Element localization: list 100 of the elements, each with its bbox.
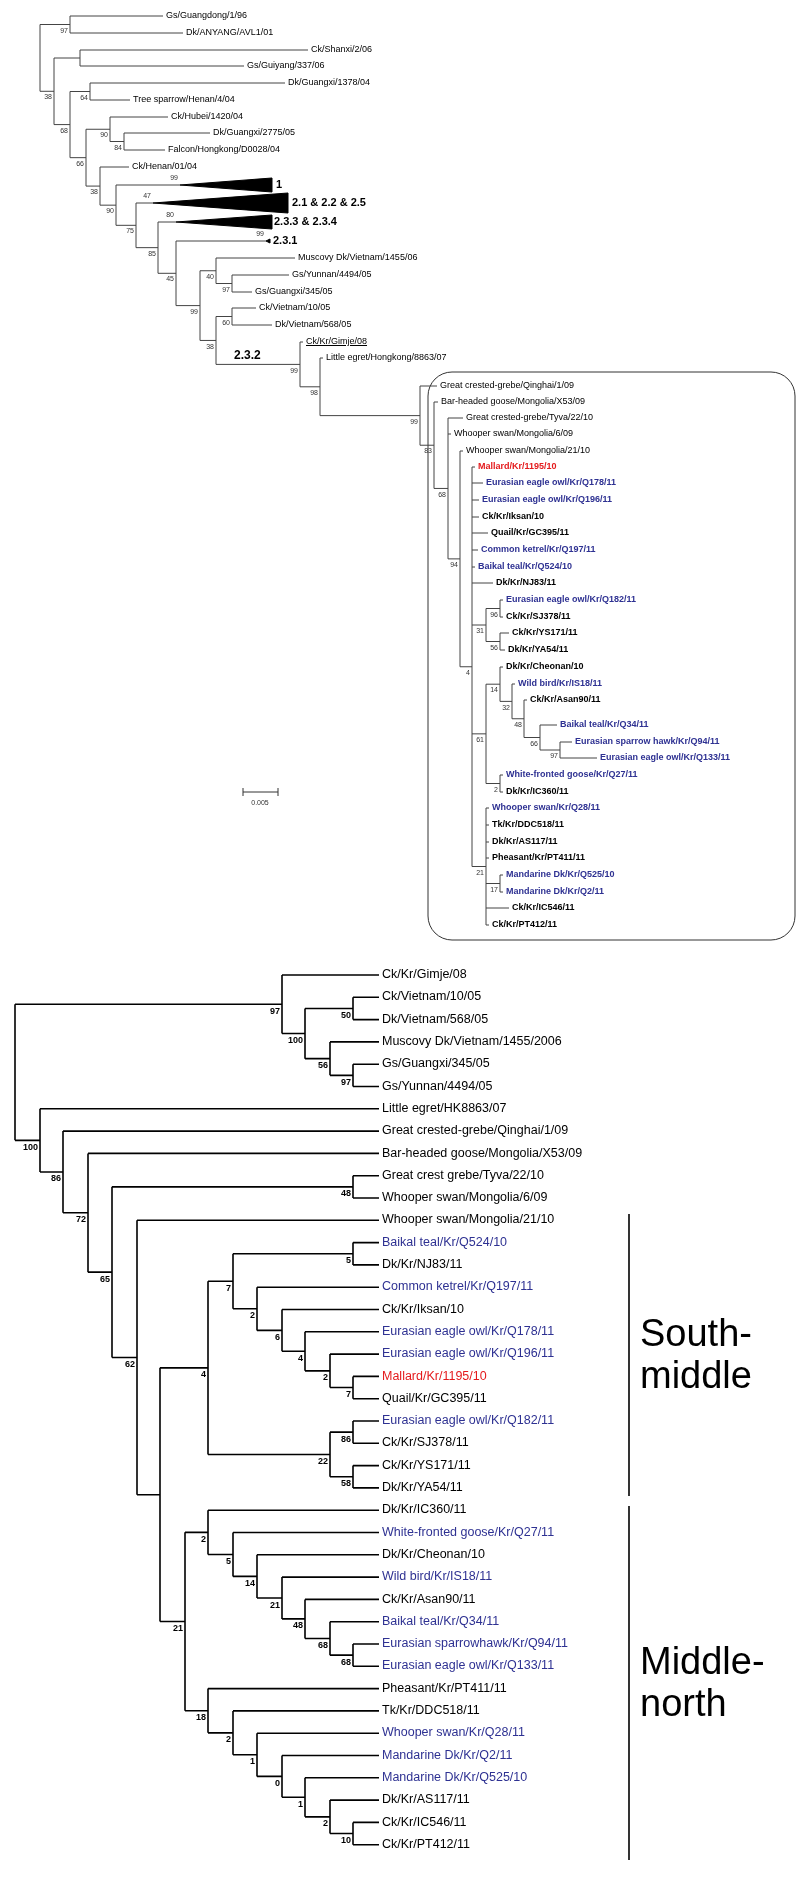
taxon-label: Common ketrel/Kr/Q197/11	[481, 545, 596, 555]
taxon-label: Pheasant/Kr/PT411/11	[492, 853, 586, 863]
taxon-label: Ck/Vietnam/10/05	[382, 990, 482, 1003]
taxon-label: Dk/Kr/IC360/11	[506, 787, 569, 797]
bootstrap-value: 97	[270, 1006, 280, 1016]
taxon-label: Mandarine Dk/Kr/Q525/10	[382, 1770, 528, 1784]
clade-label: 2.3.1	[273, 234, 298, 246]
bootstrap-value: 58	[341, 1479, 351, 1489]
taxon-label: Dk/Kr/AS117/11	[492, 837, 558, 847]
taxon-label: Ck/Kr/Asan90/11	[530, 695, 601, 705]
taxon-label: Common ketrel/Kr/Q197/11	[382, 1280, 534, 1293]
bootstrap-value: 10	[341, 1836, 351, 1846]
taxon-label: Quail/Kr/GC395/11	[382, 1391, 487, 1405]
taxon-label: Gs/Yunnan/4494/05	[382, 1079, 493, 1093]
taxon-label: Gs/Guiyang/337/06	[247, 61, 325, 71]
taxon-label: Eurasian eagle owl/Kr/Q178/11	[382, 1324, 555, 1338]
bootstrap-value: 14	[245, 1578, 255, 1588]
taxon-label: Baikal teal/Kr/Q34/11	[382, 1614, 500, 1628]
bootstrap-value: 68	[318, 1640, 328, 1650]
bootstrap-value: 18	[196, 1713, 206, 1723]
bootstrap-value: 7	[346, 1390, 351, 1400]
taxon-label: Mandarine Dk/Kr/Q525/10	[506, 870, 615, 880]
taxon-label: Dk/Kr/YA54/11	[508, 645, 569, 655]
taxon-label: Dk/Kr/YA54/11	[382, 1481, 463, 1494]
taxon-label: Tree sparrow/Henan/4/04	[133, 95, 235, 105]
bootstrap-value: 62	[125, 1360, 135, 1370]
taxon-label: Ck/Kr/YS171/11	[382, 1458, 471, 1472]
taxon-label: Whooper swan/Kr/Q28/11	[492, 803, 601, 813]
taxon-label: Little egret/HK8863/07	[382, 1101, 507, 1115]
bootstrap-value: 7	[226, 1283, 231, 1293]
clade-label: 2.3.3 & 2.3.4	[274, 215, 337, 227]
bootstrap-value: 50	[341, 1011, 351, 1020]
taxon-label: Eurasian eagle owl/Kr/Q133/11	[600, 753, 731, 763]
taxon-label: Mandarine Dk/Kr/Q2/11	[382, 1748, 513, 1762]
bootstrap-value: 2	[201, 1534, 206, 1544]
bootstrap-value: 2	[226, 1735, 231, 1745]
taxon-label: Dk/Kr/NJ83/11	[382, 1258, 463, 1271]
taxon-label: Gs/Guangdong/1/96	[166, 11, 248, 21]
bootstrap-value: 100	[22, 1142, 38, 1152]
clade-label: 2.1 & 2.2 & 2.5	[292, 196, 366, 208]
bootstrap-value: 4	[298, 1353, 303, 1363]
taxon-label: Ck/Kr/YS171/11	[512, 628, 578, 638]
taxon-label: Great crest grebe/Tyva/22/10	[382, 1168, 544, 1182]
taxon-label: Whooper swan/Mongolia/21/10	[382, 1213, 555, 1226]
taxon-label: White-fronted goose/Kr/Q27/11	[506, 770, 638, 780]
region-label: South-middle	[640, 1313, 753, 1397]
taxon-label: Ck/Henan/01/04	[132, 162, 198, 172]
taxon-label: Tk/Kr/DDC518/11	[382, 1704, 480, 1717]
taxon-label: Ck/Kr/IC546/11	[512, 903, 575, 913]
bootstrap-value: 48	[341, 1189, 351, 1199]
bootstrap-value: 48	[293, 1621, 303, 1631]
taxon-label: Whooper swan/Kr/Q28/11	[382, 1726, 525, 1739]
taxon-label: Whooper swan/Mongolia/21/10	[466, 446, 591, 456]
taxon-label: Bar-headed goose/Mongolia/X53/09	[441, 397, 586, 407]
taxon-label: Dk/Kr/IC360/11	[382, 1503, 467, 1516]
taxon-label: Dk/Vietnam/568/05	[382, 1012, 489, 1026]
taxon-label: Dk/Kr/Cheonan/10	[506, 662, 584, 672]
taxon-label: Mallard/Kr/1195/10	[382, 1369, 487, 1382]
taxon-label: Dk/Guangxi/1378/04	[288, 78, 371, 88]
bootstrap-value: 2	[323, 1373, 328, 1383]
taxon-label: Eurasian eagle owl/Kr/Q182/11	[382, 1414, 555, 1427]
taxon-label: Eurasian eagle owl/Kr/Q182/11	[506, 595, 637, 605]
taxon-label: Eurasian sparrow hawk/Kr/Q94/11	[575, 737, 720, 747]
taxon-label: Tk/Kr/DDC518/11	[492, 820, 565, 830]
clade-label: 1	[276, 178, 283, 190]
taxon-label: Eurasian eagle owl/Kr/Q196/11	[482, 495, 613, 505]
clade-label: 2.3.2	[234, 348, 261, 361]
taxon-label: Eurasian eagle owl/Kr/Q178/11	[486, 478, 617, 488]
bootstrap-value: 86	[341, 1434, 351, 1444]
bootstrap-value: 2	[250, 1311, 255, 1321]
taxon-label: Great crested-grebe/Tyva/22/10	[466, 413, 594, 423]
taxon-label: Bar-headed goose/Mongolia/X53/09	[382, 1146, 583, 1159]
taxon-label: Ck/Kr/Iksan/10	[482, 512, 545, 522]
taxon-label: Ck/Kr/Asan90/11	[382, 1592, 476, 1605]
taxon-label: Wild bird/Kr/IS18/11	[518, 679, 602, 689]
taxon-label: Pheasant/Kr/PT411/11	[382, 1681, 507, 1695]
taxon-label: Ck/Kr/PT412/11	[492, 920, 558, 930]
taxon-label: Falcon/Hongkong/D0028/04	[168, 145, 281, 155]
bootstrap-value: 1	[250, 1757, 255, 1767]
bootstrap-value: 0	[275, 1778, 280, 1788]
taxon-label: Ck/Kr/PT412/11	[382, 1837, 470, 1851]
taxon-label: Little egret/Hongkong/8863/07	[326, 353, 447, 363]
taxon-label: Ck/Kr/Iksan/10	[382, 1302, 464, 1316]
taxon-label: Eurasian sparrowhawk/Kr/Q94/11	[382, 1637, 568, 1650]
taxon-label: Ck/Kr/SJ378/11	[382, 1436, 469, 1449]
bootstrap-value: 22	[318, 1457, 328, 1466]
taxon-label: Gs/Guangxi/345/05	[255, 287, 333, 297]
bootstrap-value: 100	[287, 1036, 303, 1046]
bootstrap-value: 97	[341, 1077, 351, 1087]
taxon-label: Eurasian eagle owl/Kr/Q133/11	[382, 1659, 555, 1672]
bootstrap-value: 21	[173, 1624, 183, 1634]
bootstrap-value: 5	[346, 1256, 351, 1266]
taxon-label: Ck/Shanxi/2/06	[311, 45, 373, 55]
taxon-label: Ck/Kr/Gimje/08	[382, 968, 467, 981]
region-label: Middle-north	[640, 1641, 766, 1725]
taxon-label: Dk/Kr/NJ83/11	[496, 578, 557, 588]
taxon-label: Dk/Vietnam/568/05	[275, 320, 352, 330]
taxon-label: Muscovy Dk/Vietnam/1455/06	[298, 253, 418, 263]
taxon-label: Baikal teal/Kr/Q34/11	[560, 720, 649, 730]
taxon-label: Great crested-grebe/Qinghai/1/09	[382, 1124, 569, 1137]
